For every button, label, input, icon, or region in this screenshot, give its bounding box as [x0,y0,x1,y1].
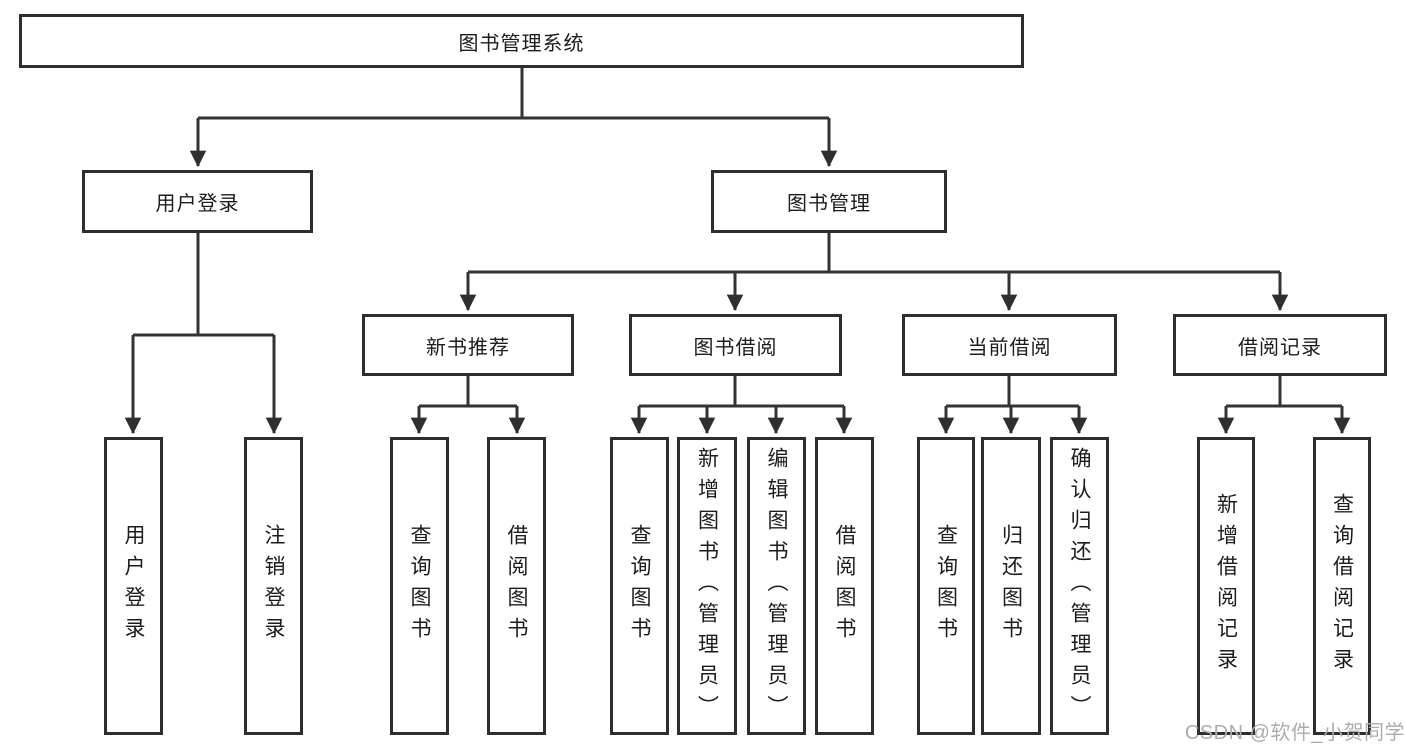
watermark: CSDN @软件_小贺同学 [1184,722,1405,744]
leaf-record-query: 查询借阅记录 [1313,437,1371,735]
connector-borrow-record [1217,376,1351,435]
connector-user-login [124,233,283,435]
connector-root [189,68,838,168]
node-new-book-label: 新书推荐 [426,336,510,359]
leaf-current-query-label: 查询图书 [934,524,958,648]
node-library-system: 图书管理系统 [19,14,1024,68]
leaf-newbook-query: 查询图书 [390,437,449,735]
leaf-borrow-book: 借阅图书 [815,437,874,735]
leaf-borrow-book-label: 借阅图书 [833,524,856,648]
leaf-logout: 注销登录 [244,437,303,735]
node-borrow-record: 借阅记录 [1173,314,1387,376]
leaf-newbook-borrow-label: 借阅图书 [505,524,528,648]
leaf-record-add: 新增借阅记录 [1197,437,1255,735]
node-book-borrow-label: 图书借阅 [693,336,778,359]
leaf-current-confirm-label: 确认归还（管理员） [1068,446,1091,726]
connector-new-book [410,376,526,435]
connector-book-borrow [630,376,853,435]
leaf-borrow-add-label: 新增图书（管理员） [695,446,719,726]
leaf-current-return: 归还图书 [981,437,1041,735]
node-library-system-label: 图书管理系统 [458,32,585,55]
leaf-record-query-label: 查询借阅记录 [1330,493,1354,679]
node-new-book: 新书推荐 [362,314,574,376]
leaf-current-return-label: 归还图书 [999,524,1023,648]
leaf-user-login: 用户登录 [104,437,163,735]
node-borrow-record-label: 借阅记录 [1238,336,1322,359]
leaf-borrow-edit-label: 编辑图书（管理员） [765,446,788,726]
leaf-logout-label: 注销登录 [262,524,285,648]
leaf-borrow-edit: 编辑图书（管理员） [747,437,806,735]
node-book-mgmt-label: 图书管理 [787,193,871,215]
connector-book-mgmt [459,233,1289,312]
leaf-current-confirm: 确认归还（管理员） [1050,437,1109,735]
node-current-borrow-label: 当前借阅 [967,336,1052,359]
node-user-login-label: 用户登录 [155,193,240,215]
node-user-login: 用户登录 [82,170,313,233]
connector-current-borrow [937,376,1088,435]
leaf-newbook-borrow: 借阅图书 [487,437,546,735]
leaf-user-login-label: 用户登录 [122,524,145,648]
node-book-borrow: 图书借阅 [629,314,842,376]
leaf-record-add-label: 新增借阅记录 [1214,493,1238,679]
leaf-borrow-query-label: 查询图书 [628,524,651,648]
node-book-mgmt: 图书管理 [711,170,947,233]
leaf-borrow-add: 新增图书（管理员） [677,437,737,735]
leaf-borrow-query: 查询图书 [610,437,669,735]
leaf-newbook-query-label: 查询图书 [408,524,431,648]
node-current-borrow: 当前借阅 [902,314,1117,376]
leaf-current-query: 查询图书 [917,437,975,735]
